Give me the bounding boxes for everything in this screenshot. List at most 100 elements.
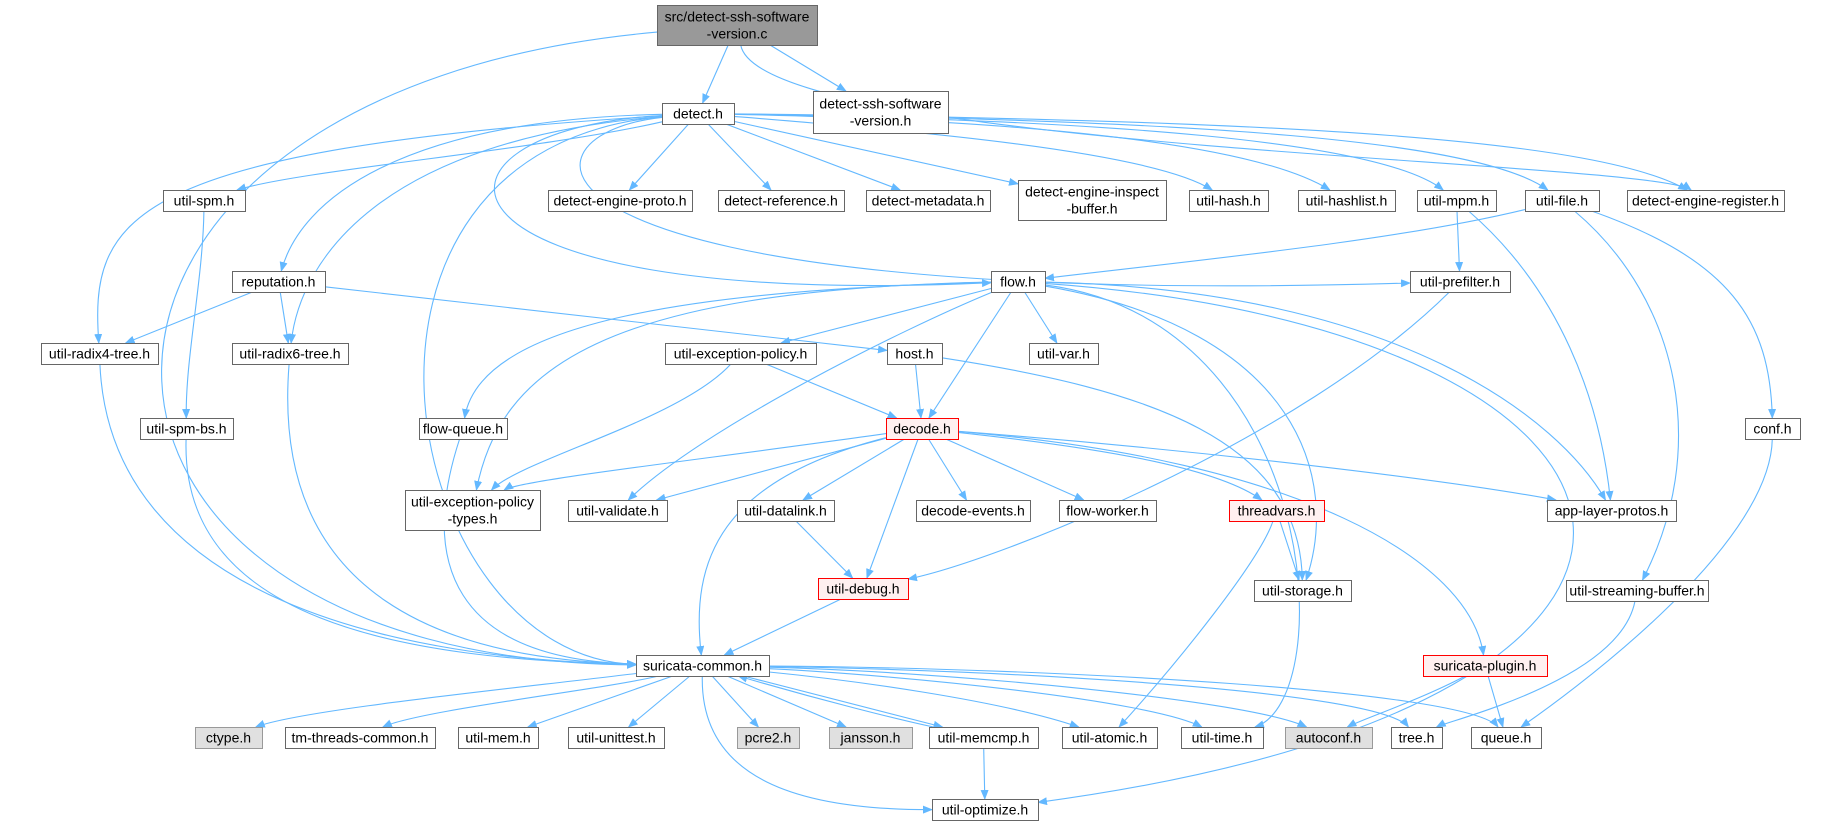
node-util-validate[interactable]: util-validate.h [568,500,668,522]
node-util-memcmp[interactable]: util-memcmp.h [929,727,1039,749]
edge-util_memcmp-to-suricata_common [737,674,934,728]
edge-detect_h-to-util_prefilter [579,116,1411,288]
node-app-layer[interactable]: app-layer-protos.h [1547,500,1677,522]
edge-decode_h-to-exc_types [503,433,887,491]
node-box [737,727,800,749]
node-label: util-time.h [1192,730,1253,746]
node-util-var[interactable]: util-var.h [1029,343,1099,365]
node-label: util-mem.h [465,730,530,746]
node-root[interactable]: src/detect-ssh-software-version.c [657,5,818,46]
node-exc-types[interactable]: util-exception-policy-types.h [405,490,541,531]
node-suricata-common[interactable]: suricata-common.h [636,655,770,677]
edge-util_memcmp-to-util_optimize [980,747,989,800]
node-util-datalink[interactable]: util-datalink.h [737,500,835,522]
node-threadvars[interactable]: threadvars.h [1229,500,1325,522]
edge-flow_h-to-util_optimize [1037,282,1574,806]
node-label: util-memcmp.h [938,730,1030,746]
node-conf-h[interactable]: conf.h [1745,418,1801,440]
node-label: flow.h [1000,274,1036,290]
node-label: flow-queue.h [423,421,503,437]
node-de-inspect[interactable]: detect-engine-inspect-buffer.h [1018,180,1167,221]
node-util-unittest[interactable]: util-unittest.h [568,727,665,749]
node-box [1547,500,1677,522]
edge-detect_h-to-flow_h [493,114,992,288]
edge-util_datalink-to-util_debug [795,520,854,579]
node-util-atomic[interactable]: util-atomic.h [1062,727,1158,749]
node-tree-h[interactable]: tree.h [1391,727,1443,749]
edge-decode_h-to-util_datalink [802,438,905,501]
edge-flow_h-to-app_layer [1044,281,1606,501]
node-label: decode.h [893,421,951,437]
edge-detect_h-to-util_hash [733,115,1214,191]
node-util-prefilter[interactable]: util-prefilter.h [1410,271,1511,293]
node-detect-ssh-h[interactable]: detect-ssh-software-version.h [813,91,949,134]
node-de-register[interactable]: detect-engine-register.h [1627,190,1785,212]
node-box [419,418,508,440]
node-label: flow-worker.h [1066,503,1148,519]
node-util-streaming[interactable]: util-streaming-buffer.h [1566,580,1709,602]
edge-threadvars-to-util_atomic [1118,520,1274,728]
node-util-mpm[interactable]: util-mpm.h [1417,190,1497,212]
node-box [887,343,943,365]
edge-suricata_common-to-pcre2 [711,675,760,728]
node-flow-worker[interactable]: flow-worker.h [1059,500,1157,522]
edge-root-to-detect_ssh_h [769,44,847,92]
node-label: conf.h [1753,421,1791,437]
node-util-debug[interactable]: util-debug.h [818,578,909,600]
node-radix4[interactable]: util-radix4-tree.h [41,343,159,365]
node-exc-policy[interactable]: util-exception-policy.h [665,343,817,365]
node-reputation[interactable]: reputation.h [232,271,326,293]
node-de-proto[interactable]: detect-engine-proto.h [548,190,693,212]
edge-suricata_common-to-queue_h [768,665,1499,728]
node-decode-events[interactable]: decode-events.h [916,500,1031,522]
edge-util_debug-to-suricata_common [723,598,842,656]
node-util-spm[interactable]: util-spm.h [163,190,246,212]
node-box [1029,343,1099,365]
node-util-hashlist[interactable]: util-hashlist.h [1298,190,1396,212]
edge-decode_h-to-suricata_common [696,437,887,656]
node-util-optimize[interactable]: util-optimize.h [932,799,1039,821]
node-util-file[interactable]: util-file.h [1525,190,1600,212]
node-host-h[interactable]: host.h [887,343,943,365]
node-tm-threads[interactable]: tm-threads-common.h [285,727,436,749]
node-decode-h[interactable]: decode.h [886,418,959,440]
node-box [886,418,959,440]
node-suricata-plugin[interactable]: suricata-plugin.h [1423,655,1548,677]
node-d-ref[interactable]: detect-reference.h [718,190,845,212]
node-flow-h[interactable]: flow.h [991,271,1046,293]
edge-host_h-to-util_storage [941,357,1307,581]
node-label: util-debug.h [826,581,899,597]
node-box [866,190,991,212]
edge-root-to-de_register [740,44,1692,191]
node-box [1423,655,1548,677]
node-util-mem[interactable]: util-mem.h [458,727,539,749]
node-box [1525,190,1600,212]
node-label: detect-engine-proto.h [553,193,686,209]
node-label: tm-threads-common.h [292,730,429,746]
node-label: detect-engine-register.h [1632,193,1779,209]
node-label: threadvars.h [1238,503,1316,519]
node-util-hash[interactable]: util-hash.h [1189,190,1269,212]
edge-detect_h-to-d_ref [707,123,772,191]
node-box [737,500,835,522]
node-util-storage[interactable]: util-storage.h [1254,580,1352,602]
node-radix6[interactable]: util-radix6-tree.h [232,343,349,365]
edge-util_file-to-util_streaming [1574,210,1679,581]
edge-exc_policy-to-decode_h [765,363,898,419]
node-box [285,727,436,749]
edge-suricata_common-to-util_memcmp [743,675,944,729]
edge-suricata_common-to-util_atomic [768,671,1080,728]
node-util-time[interactable]: util-time.h [1181,727,1264,749]
node-label: jansson.h [840,730,901,746]
node-queue-h[interactable]: queue.h [1471,727,1542,749]
node-flow-queue[interactable]: flow-queue.h [419,418,508,440]
node-label: tree.h [1399,730,1435,746]
node-detect-h[interactable]: detect.h [662,103,735,125]
node-d-meta[interactable]: detect-metadata.h [866,190,991,212]
node-autoconf: autoconf.h [1285,727,1373,749]
edge-detect_h-to-radix4 [94,115,663,344]
node-label: util-atomic.h [1072,730,1147,746]
node-util-spm-bs[interactable]: util-spm-bs.h [140,418,234,440]
edge-threadvars-to-util_storage [1279,520,1301,581]
